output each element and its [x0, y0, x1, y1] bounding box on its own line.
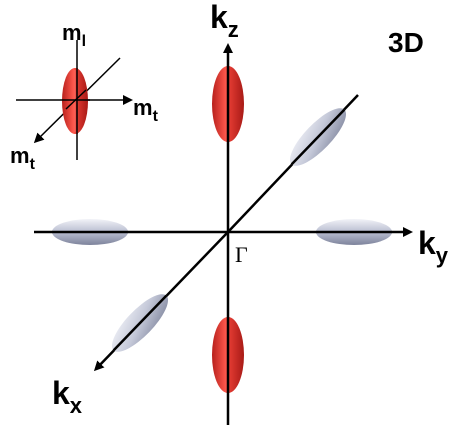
valley-kx-upper — [289, 108, 347, 166]
origin-label-gamma: Γ — [235, 242, 248, 267]
axis-label-kz: kz — [210, 0, 239, 42]
inset-mass-ellipsoid: ml mt mt — [10, 20, 159, 173]
valleys — [52, 66, 392, 393]
inset-label-mt-diagonal: mt — [10, 143, 36, 173]
axis-label-kx: kx — [52, 375, 83, 418]
inset-label-mt-right: mt — [133, 95, 159, 125]
valley-kz-bottom — [212, 317, 244, 393]
valley-kz-top — [212, 66, 244, 142]
valley-ky-right — [316, 219, 392, 245]
valley-kx-lower — [111, 294, 169, 352]
valley-ky-left — [52, 219, 128, 245]
label-3d: 3D — [388, 27, 424, 58]
inset-label-ml: ml — [62, 20, 86, 50]
axis-label-ky: ky — [418, 225, 449, 268]
